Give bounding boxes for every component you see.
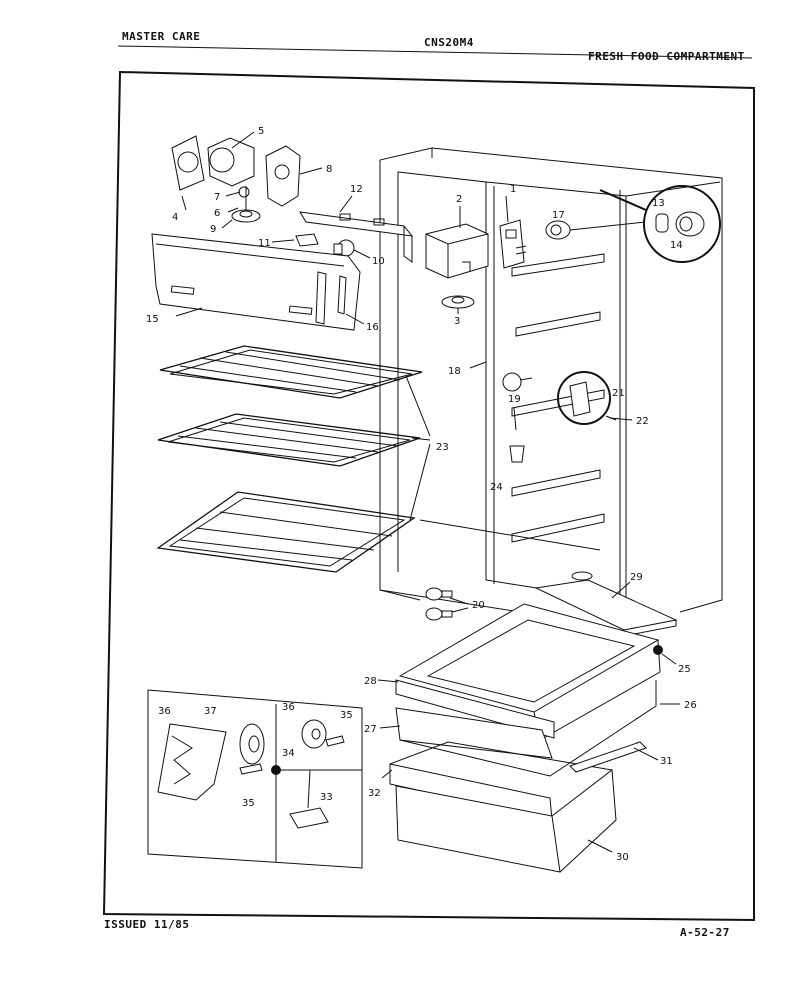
callout-24: 24 bbox=[490, 482, 503, 493]
callout-36-left: 36 bbox=[158, 706, 171, 717]
callout-23: 23 bbox=[436, 442, 449, 453]
callout-20: 20 bbox=[472, 600, 485, 611]
callout-4: 4 bbox=[172, 212, 178, 223]
callout-14: 14 bbox=[670, 240, 683, 251]
callout-8: 8 bbox=[326, 164, 332, 175]
thermostat-box bbox=[425, 223, 489, 279]
callout-32: 32 bbox=[368, 788, 381, 799]
plug-button bbox=[545, 220, 571, 240]
crisper-drawer-lower bbox=[389, 741, 617, 873]
diagram-frame bbox=[102, 70, 755, 922]
callout-18: 18 bbox=[448, 366, 461, 377]
callout-9: 9 bbox=[210, 224, 216, 235]
cabinet-liner bbox=[379, 147, 723, 613]
callout-26: 26 bbox=[684, 700, 697, 711]
callout-25: 25 bbox=[678, 664, 691, 675]
callout-2: 2 bbox=[456, 194, 462, 205]
callout-15: 15 bbox=[146, 314, 159, 325]
light-bracket bbox=[299, 211, 414, 263]
callout-22: 22 bbox=[636, 416, 649, 427]
header-rule bbox=[117, 45, 753, 59]
part-25-marker bbox=[653, 645, 663, 655]
callout-12: 12 bbox=[350, 184, 363, 195]
callout-33: 33 bbox=[320, 792, 333, 803]
callout-30: 30 bbox=[616, 852, 629, 863]
door-switch bbox=[499, 219, 527, 269]
callout-37: 37 bbox=[204, 706, 217, 717]
callout-21: 21 bbox=[612, 388, 625, 399]
callout-29: 29 bbox=[630, 572, 643, 583]
wire-shelf-top bbox=[159, 345, 423, 399]
bulb-and-socket bbox=[295, 233, 355, 257]
crisper-drawer-upper bbox=[395, 679, 657, 777]
callout-35-left: 35 bbox=[242, 798, 255, 809]
callout-27: 27 bbox=[364, 724, 377, 735]
leader-lines bbox=[175, 131, 680, 853]
callout-1: 1 bbox=[510, 184, 516, 195]
inset-detail-box bbox=[147, 689, 363, 869]
control-panel bbox=[151, 233, 361, 331]
callout-5: 5 bbox=[258, 126, 264, 137]
shelf-screws bbox=[425, 587, 453, 621]
callout-7: 7 bbox=[214, 192, 220, 203]
callout-28: 28 bbox=[364, 676, 377, 687]
footer-page-code: A-52-27 bbox=[680, 926, 730, 939]
callout-labels: 5 8 7 6 9 4 12 11 10 15 16 2 1 3 17 13 1… bbox=[146, 126, 697, 863]
callout-19: 19 bbox=[508, 394, 521, 405]
callout-36-right: 36 bbox=[282, 702, 295, 713]
callout-6: 6 bbox=[214, 208, 220, 219]
callout-35-right: 35 bbox=[340, 710, 353, 721]
callout-3: 3 bbox=[454, 316, 460, 327]
footer-issued-date: ISSUED 11/85 bbox=[104, 918, 190, 931]
header-model-number: CNS20M4 bbox=[424, 36, 474, 49]
control-housing-parts bbox=[171, 135, 301, 223]
wire-shelf-middle bbox=[157, 413, 421, 467]
detail-magnifier bbox=[569, 185, 721, 263]
wire-shelf-bottom bbox=[156, 491, 416, 573]
callout-34: 34 bbox=[282, 748, 295, 759]
callout-13: 13 bbox=[652, 198, 665, 209]
header-model-left: MASTER CARE bbox=[122, 30, 201, 43]
callout-11: 11 bbox=[258, 238, 271, 249]
callout-17: 17 bbox=[552, 210, 565, 221]
drawer-slide bbox=[569, 741, 647, 773]
callout-16: 16 bbox=[366, 322, 379, 333]
shelf-clips bbox=[502, 371, 617, 463]
callout-10: 10 bbox=[372, 256, 385, 267]
callout-31: 31 bbox=[660, 756, 673, 767]
thermostat-knob bbox=[441, 295, 475, 309]
